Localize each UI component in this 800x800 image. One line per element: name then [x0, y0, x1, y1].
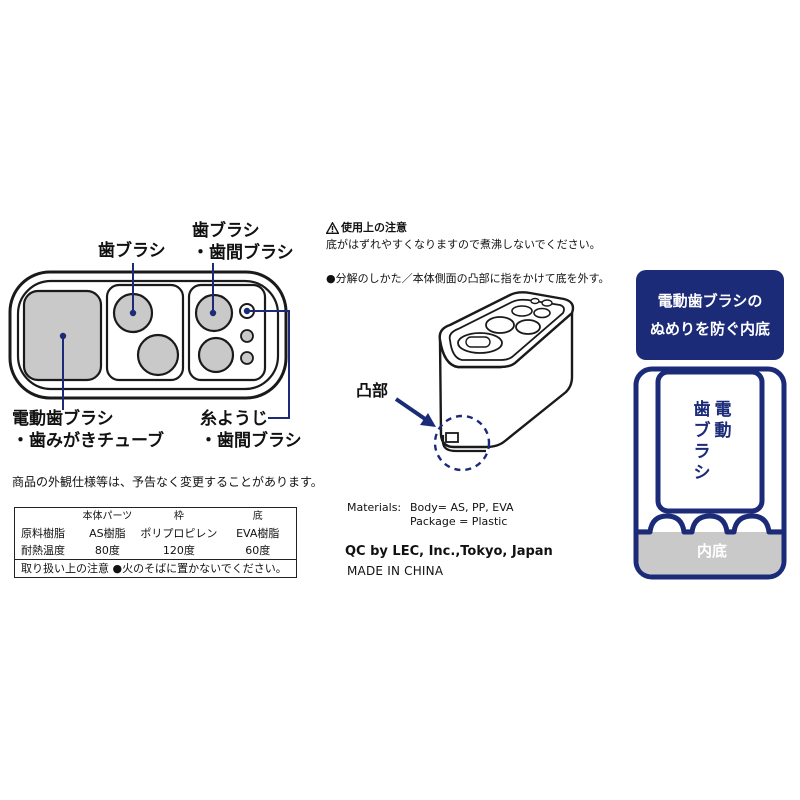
table-cell: 耐熱温度	[21, 544, 65, 557]
label-floss-1: 糸ようじ	[200, 409, 268, 429]
label-toothbrush: 歯ブラシ	[98, 241, 166, 261]
table-cell: EVA樹脂	[236, 527, 280, 540]
materials-package: Package = Plastic	[410, 515, 508, 528]
caution-text: 底がはずれやすくなりますので煮沸しないでください。	[326, 238, 601, 251]
spec-header-0	[15, 508, 77, 525]
table-row: 原料樹脂 AS樹脂 ポリプロピレン EVA樹脂	[15, 525, 296, 542]
spec-change-notice: 商品の外観仕様等は、予告なく変更することがあります。	[12, 475, 323, 489]
spec-header-body: 本体パーツ	[82, 511, 133, 522]
badge-line-2: ぬめりを防ぐ内底	[649, 320, 770, 338]
label-floss-2: ・歯間ブラシ	[200, 431, 302, 451]
warning-icon	[326, 222, 339, 234]
label-electric-2: ・歯みがきチューブ	[12, 431, 164, 451]
disassembly-text: ●分解のしかた／本体側面の凸部に指をかけて底を外す。	[326, 272, 610, 285]
materials-body: Body= AS, PP, EVA	[410, 501, 514, 514]
spec-header-row: 本体パーツ 枠 底	[15, 508, 296, 525]
brush-vertical-text-2: 電動	[714, 400, 732, 441]
handling-note: 取り扱い上の注意 ●火のそばに置かないでください。	[15, 559, 296, 577]
qc-line: QC by LEC, Inc.,Tokyo, Japan	[345, 544, 553, 559]
inner-bottom-diagram	[633, 366, 787, 580]
materials-label: Materials:	[347, 501, 402, 514]
made-in-label: MADE IN CHINA	[347, 564, 444, 578]
product-illustration	[394, 291, 575, 472]
spec-header-bottom: 底	[252, 511, 263, 522]
table-cell: 120度	[162, 544, 195, 557]
table-cell: 80度	[94, 544, 120, 557]
caution-title: 使用上の注意	[341, 221, 407, 234]
table-cell: 原料樹脂	[21, 527, 65, 540]
brush-vertical-text-1: 歯ブラシ	[693, 400, 711, 483]
spec-table: 本体パーツ 枠 底 原料樹脂 AS樹脂 ポリプロピレン EVA樹脂 耐熱温度 8…	[14, 507, 297, 578]
feature-badge: 電動歯ブラシの ぬめりを防ぐ内底	[636, 270, 784, 360]
table-cell: AS樹脂	[89, 527, 126, 540]
label-toothbrush-interdental-2: ・歯間ブラシ	[192, 243, 294, 263]
table-cell: ポリプロピレン	[140, 527, 218, 540]
badge-line-1: 電動歯ブラシの	[657, 292, 763, 310]
label-toothbrush-interdental-1: 歯ブラシ	[192, 221, 260, 241]
table-row: 耐熱温度 80度 120度 60度	[15, 542, 296, 559]
protrusion-label: 凸部	[356, 381, 389, 400]
inner-bottom-label: 内底	[696, 542, 727, 560]
label-electric-1: 電動歯ブラシ	[12, 409, 114, 429]
spec-header-frame: 枠	[173, 511, 184, 522]
table-cell: 60度	[245, 544, 271, 557]
